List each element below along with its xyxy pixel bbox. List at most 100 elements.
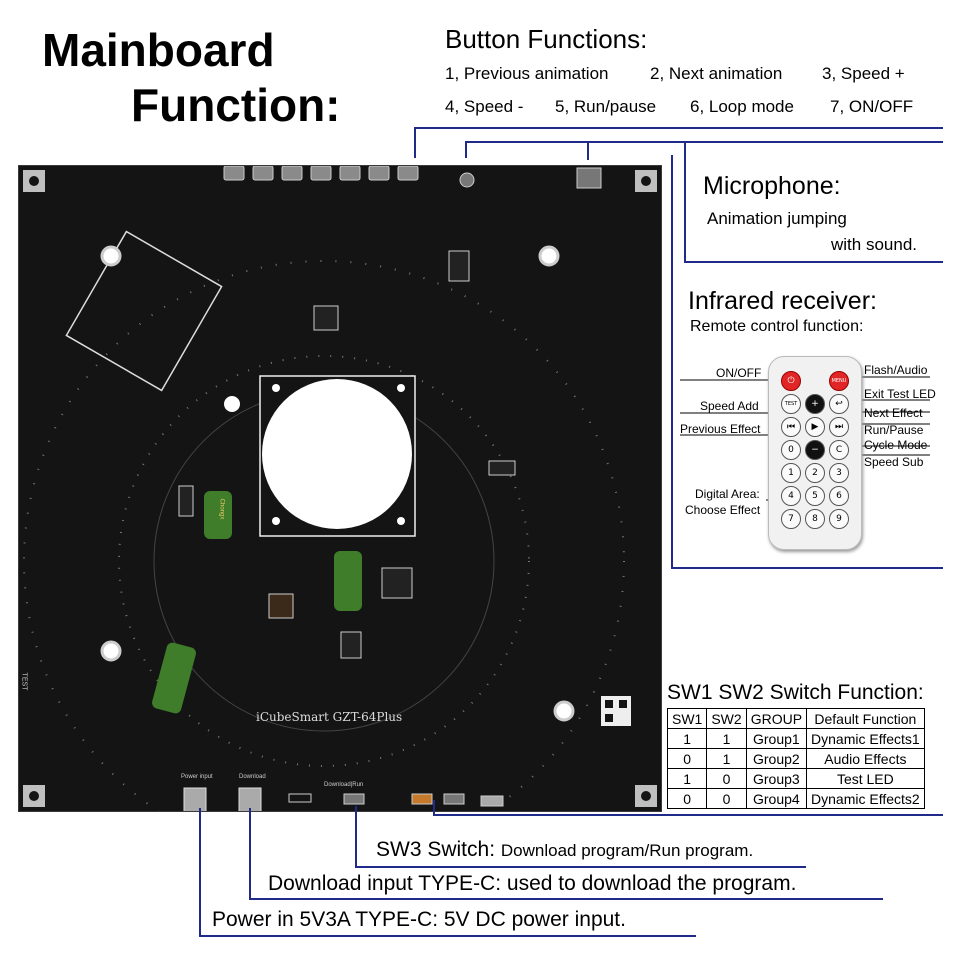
label-choose-effect: Choose Effect xyxy=(685,503,761,517)
sw3-desc: Download program/Run program. xyxy=(500,841,754,860)
power-icon: ⏻ xyxy=(781,371,801,391)
table-row: 0 0 Group4 Dynamic Effects2 xyxy=(666,788,925,809)
plus-icon: + xyxy=(805,394,825,414)
table-cell: 1 xyxy=(706,748,747,769)
power-annotation: Power in 5V3A TYPE-C: 5V DC power input. xyxy=(212,908,626,931)
table-cell: 0 xyxy=(666,748,708,769)
label-run-pause: Run/Pause xyxy=(864,423,924,437)
capacitor-2 xyxy=(334,551,362,611)
button-functions-heading: Button Functions: xyxy=(445,24,648,54)
corner-mount-bl xyxy=(23,785,45,807)
digit-key-9: 9 xyxy=(829,509,849,529)
table-cell: Test LED xyxy=(806,768,925,789)
table-row: 0 1 Group2 Audio Effects xyxy=(666,748,925,769)
button-func-3: 3, Speed + xyxy=(822,64,905,83)
table-row: 1 1 Group1 Dynamic Effects1 xyxy=(666,728,925,749)
microphone-line-2: with sound. xyxy=(831,235,917,254)
led-ring-outer xyxy=(23,260,625,811)
microphone-part xyxy=(459,172,475,188)
table-cell: 0 xyxy=(706,788,747,809)
pcb-artwork xyxy=(23,166,631,811)
play-icon: ▶ xyxy=(805,417,825,437)
table-cell: Group4 xyxy=(745,788,808,809)
cap-brand-1: Chongx xyxy=(218,498,225,520)
digit-key-7: 7 xyxy=(781,509,801,529)
button-func-4: 4, Speed - xyxy=(445,97,524,116)
label-speed-sub: Speed Sub xyxy=(864,455,924,469)
microphone-heading: Microphone: xyxy=(703,172,841,200)
label-flash-audio: Flash/Audio xyxy=(864,363,928,377)
table-cell: 1 xyxy=(666,768,708,789)
sw3-part xyxy=(343,793,365,805)
c-key: C xyxy=(829,440,849,460)
label-digital-area: Digital Area: xyxy=(695,487,760,501)
board-run-label: Download|Run xyxy=(324,782,364,788)
board-download-label: Download xyxy=(239,774,266,780)
return-icon: ↩ xyxy=(829,394,849,414)
infrared-heading: Infrared receiver: xyxy=(688,287,877,315)
digit-key-3: 3 xyxy=(829,463,849,483)
digit-key-4: 4 xyxy=(781,486,801,506)
minus-icon: − xyxy=(805,440,825,460)
board-model-text: iCubeSmart GZT-64Plus xyxy=(256,710,403,724)
table-cell: 1 xyxy=(706,728,747,749)
digit-key-1: 1 xyxy=(781,463,801,483)
button-func-2: 2, Next animation xyxy=(650,64,783,83)
table-header-cell: GROUP xyxy=(745,708,808,729)
remote-control: ⏻ MENU TEST + ↩ ⏮ ▶ ⏭ 0 − C 1 2 3 4 5 6 … xyxy=(768,356,862,550)
infrared-sub: Remote control function: xyxy=(690,318,864,335)
table-cell: Group1 xyxy=(745,728,808,749)
leader-microphone-part xyxy=(465,141,943,158)
test-key: TEST xyxy=(781,394,801,414)
corner-mount-tl xyxy=(23,170,45,192)
switch-table: SW1 SW2 GROUP Default Function 1 1 Group… xyxy=(666,708,925,809)
previous-icon: ⏮ xyxy=(781,417,801,437)
label-next-effect: Next Effect xyxy=(864,406,923,420)
download-typec xyxy=(238,787,262,811)
silk-rect xyxy=(65,230,223,392)
label-cycle-mode: Cycle Mode xyxy=(864,438,928,452)
table-header-cell: SW1 xyxy=(666,708,708,729)
microphone-line-1: Animation jumping xyxy=(707,209,847,228)
digit-key-6: 6 xyxy=(829,486,849,506)
capacitor-3 xyxy=(152,642,196,714)
button-func-7: 7, ON/OFF xyxy=(830,97,914,116)
label-on-off: ON/OFF xyxy=(716,366,762,380)
title-line-2: Function: xyxy=(131,79,341,131)
table-cell: Dynamic Effects1 xyxy=(806,728,925,749)
ir-receiver-part xyxy=(576,167,602,189)
table-header-cell: Default Function xyxy=(806,708,925,729)
digit-key-5: 5 xyxy=(805,486,825,506)
leader-buttons xyxy=(414,127,943,158)
power-typec xyxy=(183,787,207,811)
sw3-label: SW3 Switch: xyxy=(376,838,496,861)
button-func-5: 5, Run/pause xyxy=(555,97,657,116)
sw3-annotation: SW3 Switch: Download program/Run program… xyxy=(376,838,753,862)
next-icon: ⏭ xyxy=(829,417,849,437)
table-cell: Group2 xyxy=(745,748,808,769)
digit-key-2: 2 xyxy=(805,463,825,483)
led-ring-inner xyxy=(118,355,530,767)
table-cell: Group3 xyxy=(745,768,808,789)
button-func-1: 1, Previous animation xyxy=(445,64,609,83)
title-line-1: Mainboard xyxy=(42,24,275,76)
table-cell: Audio Effects xyxy=(806,748,925,769)
capacitor-1 xyxy=(204,491,232,539)
table-cell: 0 xyxy=(666,788,708,809)
center-cutout xyxy=(262,379,412,529)
table-header-row: SW1 SW2 GROUP Default Function xyxy=(666,708,925,729)
button-func-6: 6, Loop mode xyxy=(690,97,794,116)
label-previous-effect: Previous Effect xyxy=(680,422,761,436)
board-test-label: TEST xyxy=(20,672,28,691)
table-cell: 1 xyxy=(666,728,708,749)
tactile-buttons xyxy=(223,166,419,181)
switch-table-heading: SW1 SW2 Switch Function: xyxy=(667,681,924,704)
table-header-cell: SW2 xyxy=(706,708,747,729)
download-annotation: Download input TYPE-C: used to download … xyxy=(268,872,797,895)
label-speed-add: Speed Add xyxy=(700,399,759,413)
mainboard-pcb: iCubeSmart GZT-64Plus Power input Downlo… xyxy=(18,165,662,812)
label-exit-test-led: Exit Test LED xyxy=(864,387,936,401)
zero-key: 0 xyxy=(781,440,801,460)
table-cell: Dynamic Effects2 xyxy=(806,788,925,809)
table-row: 1 0 Group3 Test LED xyxy=(666,768,925,789)
